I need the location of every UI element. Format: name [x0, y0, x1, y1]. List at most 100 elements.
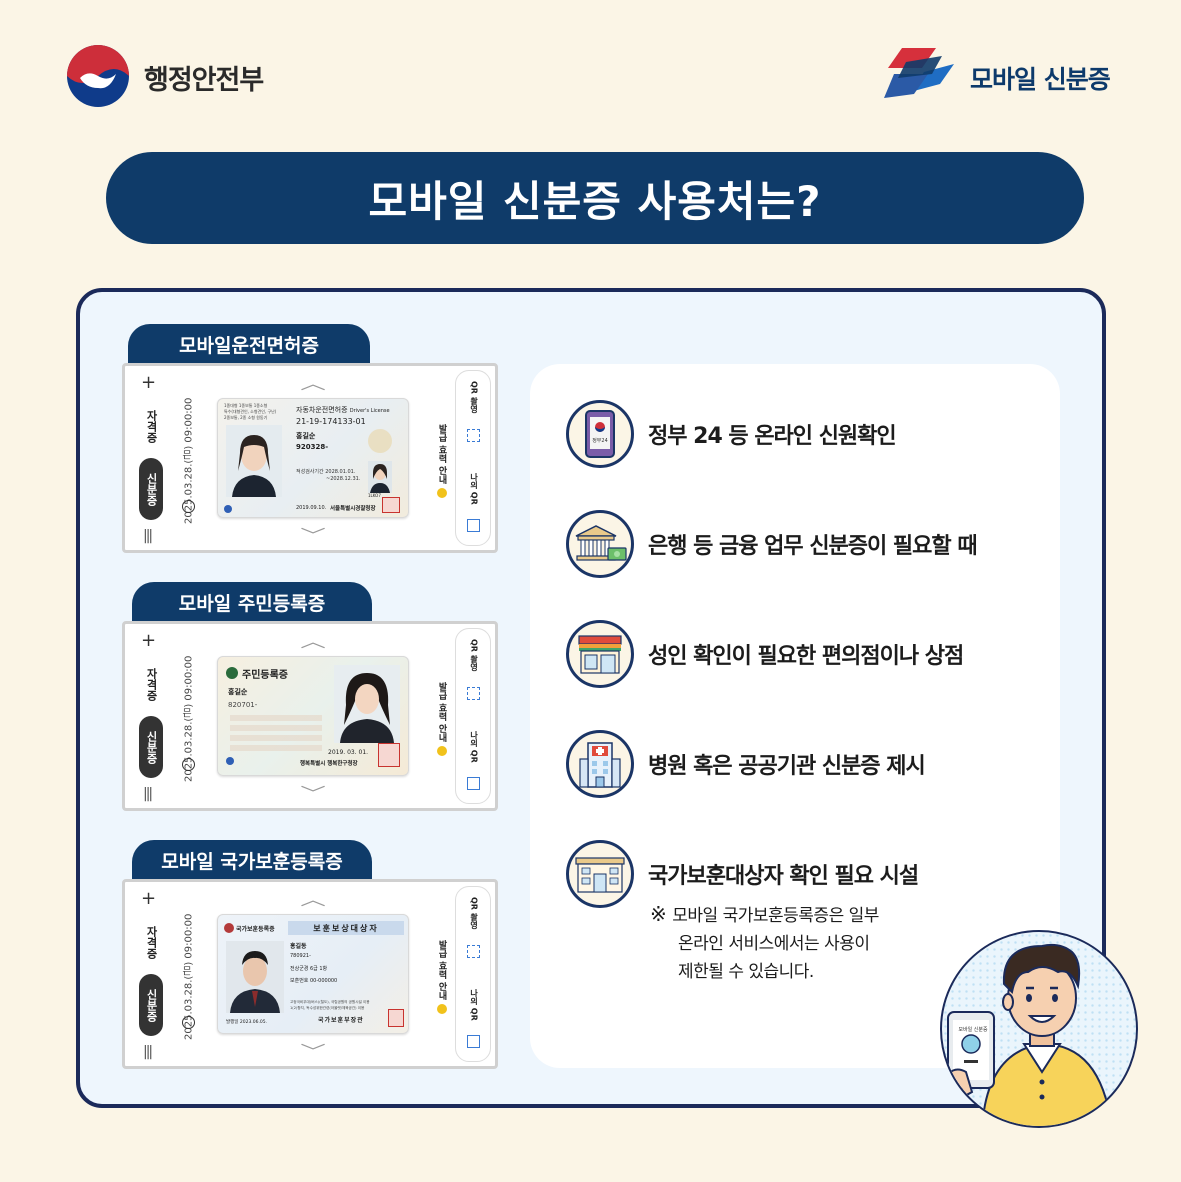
- chevron-up-icon[interactable]: ︿: [300, 890, 326, 909]
- usage-list: 정부24 정부 24 등 온라인 신원확인 은행 등 금융 업무 신분증이 필요…: [530, 364, 1060, 1068]
- phone-caption: 정부24: [592, 437, 608, 444]
- qr-scan-button[interactable]: QR 촬영: [469, 639, 479, 671]
- my-qr-button[interactable]: 나의 QR: [469, 989, 479, 1021]
- my-qr-button[interactable]: 나의 QR: [469, 473, 479, 505]
- renewal-from: 2028.01.01.: [325, 469, 356, 475]
- usage-item-facility: 국가보훈대상자 확인 필요 시설: [566, 840, 919, 908]
- usage-text: 국가보훈대상자 확인 필요 시설: [648, 864, 919, 889]
- add-icon[interactable]: +: [141, 372, 157, 393]
- qr-code-icon[interactable]: [467, 519, 480, 532]
- qr-scan-icon[interactable]: [467, 687, 480, 700]
- qr-scan-icon[interactable]: [467, 429, 480, 442]
- official-seal-icon: [382, 497, 400, 513]
- fine-print: 고정국비우대(버스)(철도), 국립공원의 공원시설 이용: [290, 1000, 370, 1004]
- card-title: 주민등록증: [242, 670, 288, 681]
- add-icon[interactable]: +: [141, 630, 157, 651]
- usage-text: 병원 혹은 공공기관 신분증 제시: [648, 754, 926, 779]
- taegeuk-mark-icon: [224, 505, 232, 513]
- validity-notice[interactable]: 발급 효력 안내: [431, 902, 453, 1052]
- clock-icon: [182, 758, 195, 771]
- chevron-down-icon[interactable]: ﹀: [300, 526, 326, 545]
- phone-screen-veterans-id[interactable]: + 자격증 신분증 ||| 2025.03.28.(금) 09:00:00 ︿ …: [122, 879, 498, 1069]
- mascot-illustration: 모바일 신분증: [940, 930, 1138, 1128]
- card-top-note: 특수(대형견인, 소형견인, 구난): [224, 409, 277, 414]
- chevron-up-icon[interactable]: ︿: [300, 632, 326, 651]
- side-tab-id[interactable]: 신분증: [139, 716, 163, 778]
- add-icon[interactable]: +: [141, 888, 157, 909]
- notice-text: 발급 효력 안내: [436, 423, 447, 485]
- qr-code-icon[interactable]: [467, 777, 480, 790]
- validity-notice[interactable]: 발급 효력 안내: [431, 386, 453, 536]
- card-holder-name: 홍길순: [296, 432, 316, 440]
- phone-screen-resident-id[interactable]: + 자격증 신분증 ||| 2025.03.28.(금) 09:00:00 ︿ …: [122, 621, 498, 811]
- qr-side-panel: QR 촬영 나의 QR: [455, 628, 491, 804]
- side-tab-certificate[interactable]: 자격증: [145, 667, 158, 701]
- info-dot-icon: [437, 1004, 447, 1015]
- brand-name: 모바일 신분증: [970, 65, 1111, 94]
- menu-bars-icon[interactable]: |||: [143, 528, 153, 544]
- usage-text: 정부 24 등 온라인 신원확인: [648, 424, 897, 449]
- smartphone-gov24-icon: 정부24: [566, 400, 634, 468]
- phone-screen-driver-license[interactable]: + 자격증 신분증 ||| 2025.03.28.(금) 09:00:00 ︿ …: [122, 363, 498, 553]
- veteran-grade: 전상군경 6급 1항: [290, 966, 328, 972]
- qr-code-icon[interactable]: [467, 1035, 480, 1048]
- issuer: 국가보훈부장관: [318, 1017, 364, 1024]
- issue-label: 발행일: [226, 1020, 239, 1025]
- note-line: 제한될 수 있습니다.: [678, 962, 814, 982]
- renewal-label: 적성검사기간: [296, 469, 324, 475]
- chevron-up-icon[interactable]: ︿: [300, 374, 326, 393]
- ministry-name: 행정안전부: [144, 65, 264, 96]
- card-top-note: 1종대형 1종보통 1종소형: [224, 403, 268, 408]
- issue-date: 2019. 03. 01.: [328, 749, 369, 756]
- photo-icon: [226, 941, 284, 1013]
- qr-scan-icon[interactable]: [467, 945, 480, 958]
- veteran-number: 보훈번호 00-000000: [290, 978, 338, 984]
- info-dot-icon: [437, 746, 447, 757]
- usage-item-online: 정부24 정부 24 등 온라인 신원확인: [566, 400, 897, 468]
- chevron-down-icon[interactable]: ﹀: [300, 1042, 326, 1061]
- driver-license-card: 1종대형 1종보통 1종소형 특수(대형견인, 소형견인, 구난) 2종보통, …: [217, 398, 409, 518]
- menu-bars-icon[interactable]: |||: [143, 786, 153, 802]
- mobile-id-logo-icon: [884, 44, 958, 104]
- side-tab-certificate[interactable]: 자격증: [145, 925, 158, 959]
- resident-number: 780921-: [290, 953, 311, 959]
- qr-scan-button[interactable]: QR 촬영: [469, 381, 479, 413]
- card-label-resident-id: 모바일 주민등록증: [132, 582, 372, 622]
- mascot-icon: [942, 943, 1113, 1126]
- resident-number: 920328-: [296, 443, 329, 451]
- info-dot-icon: [437, 488, 447, 499]
- issue-date: 2019.09.10.: [296, 505, 327, 511]
- emblem-icon: [224, 923, 234, 933]
- qr-scan-button[interactable]: QR 촬영: [469, 897, 479, 929]
- renewal-to: ~2028.12.31.: [326, 476, 361, 482]
- usage-text: 성인 확인이 필요한 편의점이나 상점: [648, 644, 964, 669]
- official-seal-icon: [378, 743, 400, 767]
- public-facility-icon: [566, 840, 634, 908]
- side-tab-id[interactable]: 신분증: [139, 974, 163, 1036]
- card-label-driver-license: 모바일운전면허증: [128, 324, 370, 364]
- convenience-store-icon: [566, 620, 634, 688]
- qr-side-panel: QR 촬영 나의 QR: [455, 370, 491, 546]
- issue-date: 2023.06.05.: [239, 1020, 268, 1025]
- hologram-emblem-icon: [368, 429, 392, 453]
- usage-text: 은행 등 금융 업무 신분증이 필요할 때: [648, 534, 978, 559]
- card-code: 1LKO7: [368, 493, 381, 498]
- card-banner: 보훈보상대상자: [288, 921, 404, 935]
- note-line: 온라인 서비스에서는 사용이: [678, 934, 870, 954]
- side-tab-certificate[interactable]: 자격증: [145, 409, 158, 443]
- validity-notice[interactable]: 발급 효력 안내: [431, 644, 453, 794]
- usage-item-hospital: 병원 혹은 공공기관 신분증 제시: [566, 730, 926, 798]
- side-tab-id[interactable]: 신분증: [139, 458, 163, 520]
- ministry-logo-icon: [66, 44, 130, 108]
- note-line: 모바일 국가보훈등록증은 일부: [672, 906, 879, 926]
- clock-icon: [182, 1016, 195, 1029]
- photo-icon: [334, 665, 400, 743]
- card-title: 자동차운전면허증: [296, 406, 348, 414]
- card-number: 21-19-174133-01: [296, 417, 366, 426]
- chevron-down-icon[interactable]: ﹀: [300, 784, 326, 803]
- card-holder-name: 홍길순: [228, 688, 248, 696]
- my-qr-button[interactable]: 나의 QR: [469, 731, 479, 763]
- fine-print: 1(2)항지, 독수성위한관련(아울렛/체육공간) 이용: [290, 1006, 365, 1010]
- issuer: 행복특별시 행복한구청장: [300, 761, 358, 767]
- menu-bars-icon[interactable]: |||: [143, 1044, 153, 1060]
